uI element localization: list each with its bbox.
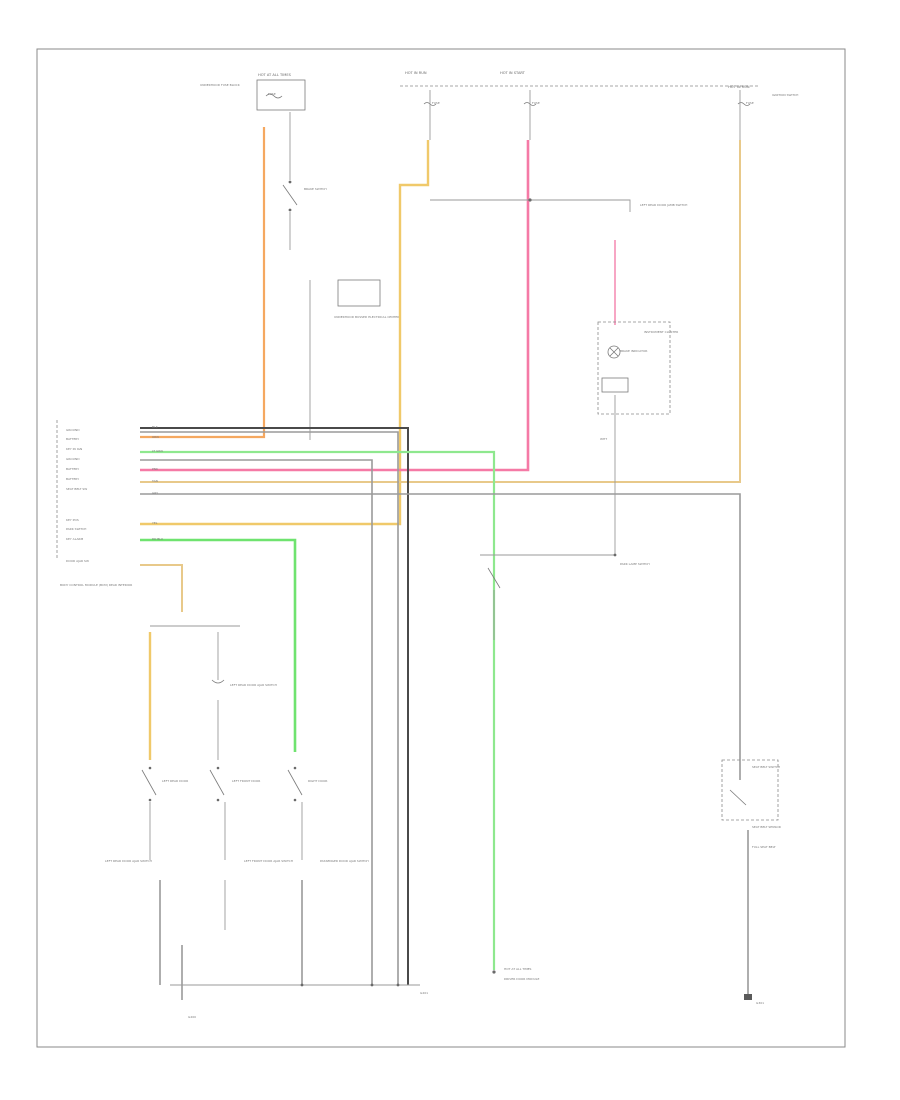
full-seat-belt-label: FULL SEAT BELT — [752, 845, 776, 849]
fuse-label-4: FUSE — [746, 101, 754, 105]
top-middle-fuses: HOT IN RUN HOT IN START HOT IN RUN FUSE … — [140, 71, 798, 526]
bcm-pin-1: BATTERY — [66, 437, 79, 441]
lamp-driver-door-label: LEFT REAR DOOR JAMB SWITCH — [640, 203, 687, 207]
wire-code-white: WHT — [600, 437, 607, 441]
driver-door-module-label: DRIVER DOOR MODULE — [504, 977, 539, 981]
ground-bus: G201 G200 — [170, 945, 428, 1019]
bcm-label: BODY CONTROL MODULE (BCM) REAR INTERIOR — [60, 583, 132, 587]
bcm-pin-6: SEAT BELT SW — [66, 487, 87, 491]
wire-codes: BLK ORN LT GRN PNK TAN GRY YEL DK BLU WH… — [151, 425, 607, 541]
fuse-label-2: FUSE — [432, 101, 440, 105]
instrument-cluster: INSTRUMENT CLUSTER BRAKE INDICATOR — [597, 321, 678, 555]
hot-in-run-label-1: HOT IN RUN — [405, 71, 427, 75]
diagram-border — [36, 48, 846, 1048]
bcm-pin-9: PARK SWITCH — [66, 527, 86, 531]
left-rear-door-label: LEFT REAR DOOR — [162, 779, 188, 783]
brake-switch-label: BRAKE SWITCH — [304, 187, 327, 191]
driver-door-module: HOT AT ALL TIMES DRIVER DOOR MODULE — [492, 967, 539, 981]
wire-code-dkblu: DK BLU — [152, 537, 163, 541]
seat-belt-sensor-label: SEAT BELT SENSOR — [752, 825, 781, 829]
wire-code-black: BLK — [152, 425, 159, 429]
instrument-cluster-label: INSTRUMENT CLUSTER — [644, 330, 678, 334]
fuse-label-1: FUSE — [268, 92, 276, 96]
bcm-pin-5: BATTERY — [66, 477, 79, 481]
body-control-module: GROUND BATTERY KEY IN IGN GROUND BATTERY… — [56, 420, 741, 985]
passenger-door-ajar-label: PASSENGER DOOR AJAR SWITCH — [320, 859, 369, 863]
wire-code-green: LT GRN — [152, 449, 163, 453]
bcm-pin-2: KEY IN IGN — [66, 447, 82, 451]
wire-code-orange: ORN — [152, 435, 159, 439]
ground-right-label: G301 — [756, 1001, 764, 1005]
wire-code-yellow: YEL — [152, 521, 158, 525]
bcm-pin-10: KEY ALARM — [66, 537, 84, 541]
wire-code-gray: GRY — [152, 491, 158, 495]
top-left-fuse-block: HOT AT ALL TIMES UNDERHOOD FUSE BLOCK FU… — [140, 73, 399, 440]
seat-belt-switch-label: SEAT BELT SWITCH — [752, 765, 780, 769]
hot-at-all-times-bottom-label: HOT AT ALL TIMES — [504, 967, 532, 971]
wire-code-pink: PNK — [152, 467, 159, 471]
underhood-bussed-label: UNDERHOOD BUSSED ELECTRICAL CENTER — [334, 315, 399, 319]
hot-in-start-label: HOT IN START — [500, 71, 526, 75]
left-rear-door-ajar-label: LEFT REAR DOOR AJAR SWITCH — [105, 859, 152, 863]
ignition-switch-label: IGNITION SWITCH — [772, 93, 798, 97]
hot-in-run-label-2: HOT IN RUN — [728, 85, 750, 89]
ground-mid-label: G201 — [420, 991, 428, 995]
hot-at-all-times-label: HOT AT ALL TIMES — [258, 73, 292, 77]
park-lamp-switch: PARK LAMP SWITCH — [480, 553, 650, 640]
door-switches: LEFT REAR DOOR AJAR SWITCH LEFT REAR DOO… — [105, 625, 369, 985]
ground-symbol — [744, 994, 752, 1000]
fuse-label-3: FUSE — [532, 101, 540, 105]
bcm-pin-3: GROUND — [66, 457, 80, 461]
bcm-pin-8: KEY POS — [66, 518, 79, 522]
brake-indicator-label: BRAKE INDICATOR — [620, 349, 647, 353]
seat-belt-sensor: SEAT BELT SWITCH SEAT BELT SENSOR FULL S… — [721, 759, 781, 1005]
right-door-label: RIGHT DOOR — [308, 779, 327, 783]
wire-code-tan: TAN — [151, 479, 158, 483]
left-front-door-label: LEFT FRONT DOOR — [232, 779, 260, 783]
bcm-pin-0: GROUND — [66, 428, 80, 432]
park-lamp-switch-label: PARK LAMP SWITCH — [620, 562, 650, 566]
left-rear-ajar-label: LEFT REAR DOOR AJAR SWITCH — [230, 683, 277, 687]
bcm-pin-12: DOOR AJAR SW — [66, 559, 89, 563]
underhood-fuse-block-label: UNDERHOOD FUSE BLOCK — [200, 83, 241, 87]
left-front-door-ajar-label: LEFT FRONT DOOR AJAR SWITCH — [244, 859, 293, 863]
ground-left-label: G200 — [188, 1015, 196, 1019]
bcm-pin-4: BATTERY — [66, 467, 79, 471]
